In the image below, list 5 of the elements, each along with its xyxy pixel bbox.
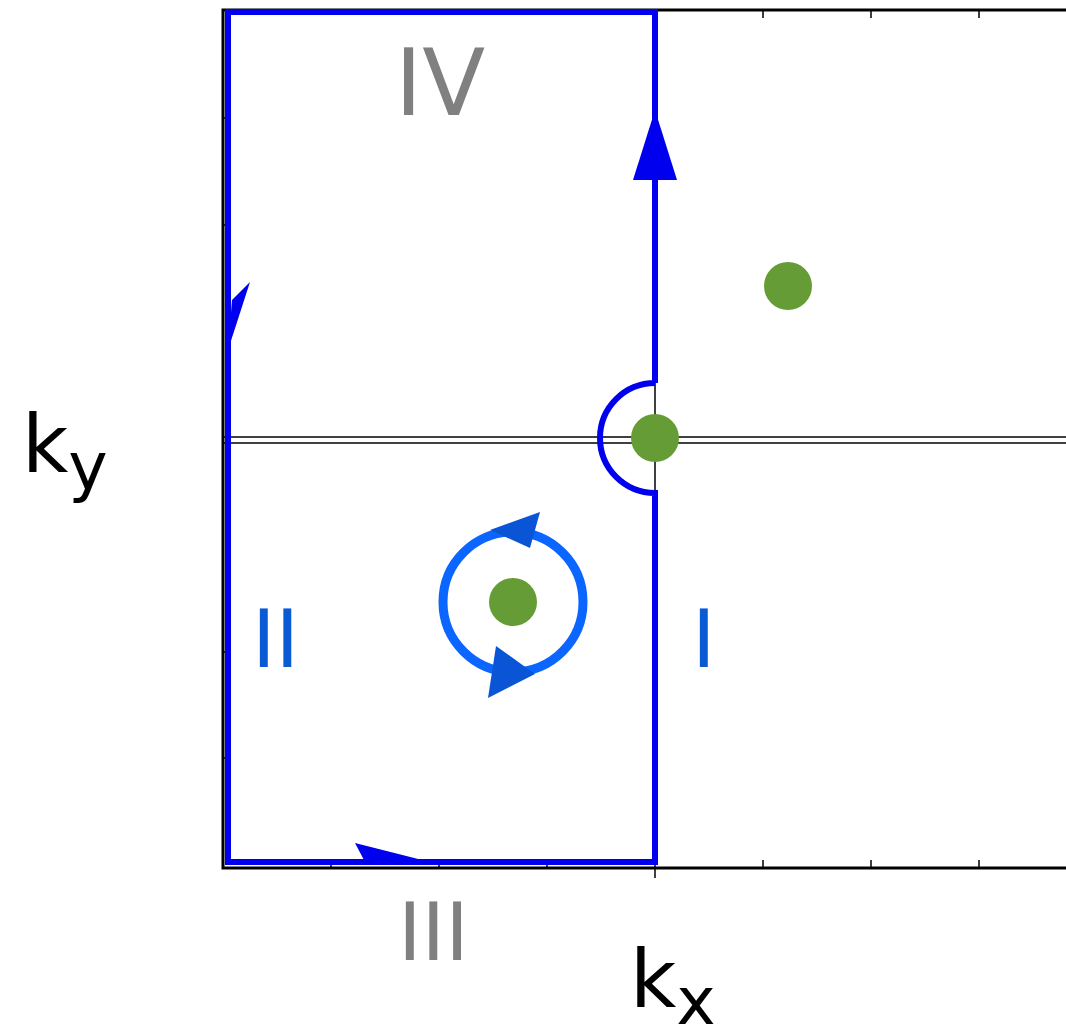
- region-label: IV: [395, 38, 486, 130]
- region-label: II: [252, 600, 300, 680]
- region-label: I: [692, 600, 716, 680]
- region-label: III: [398, 893, 469, 973]
- axis-label: k$_{x}$: [630, 940, 716, 1029]
